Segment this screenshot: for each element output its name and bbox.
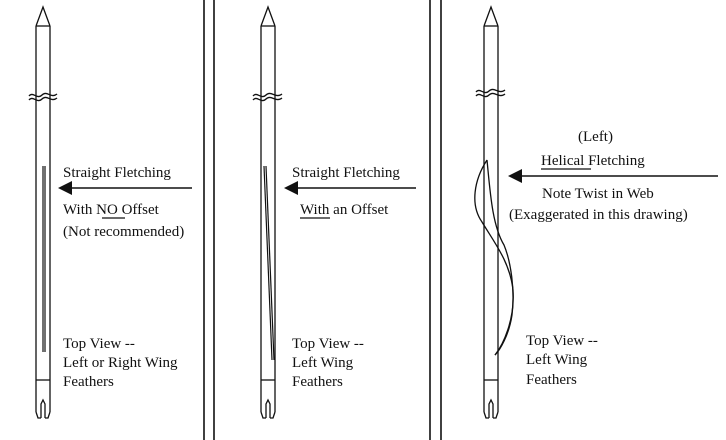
pointer-arrow: [508, 169, 718, 183]
fletching-label: Helical Fletching: [541, 153, 645, 169]
view-line-2: Left Wing: [526, 352, 588, 368]
view-line-1: Top View --: [292, 336, 364, 352]
view-line-2: Left or Right Wing: [63, 355, 178, 371]
view-line-1: Top View --: [526, 333, 598, 349]
note-caption: (Not recommended): [63, 224, 184, 240]
pointer-arrow: [284, 181, 416, 195]
fletching-label: Straight Fletching: [63, 165, 171, 181]
fletching-vane-offset: [263, 165, 275, 361]
view-line-3: Feathers: [63, 374, 114, 390]
offset-caption: With NO Offset: [63, 202, 160, 218]
fletching-label: Straight Fletching: [292, 165, 400, 181]
arrow-shaft-1: [28, 5, 58, 419]
fletching-vane-straight: [42, 166, 46, 352]
fletching-vane-helical: [474, 159, 514, 356]
pointer-arrow: [58, 181, 192, 195]
twist-note: Note Twist in Web: [542, 186, 654, 202]
view-line-3: Feathers: [526, 372, 577, 388]
exaggeration-note: (Exaggerated in this drawing): [509, 207, 688, 223]
arrow-shaft-3: [475, 5, 506, 419]
fletching-side-label: (Left): [578, 129, 613, 145]
view-line-2: Left Wing: [292, 355, 354, 371]
view-line-3: Feathers: [292, 374, 343, 390]
arrow-shaft-2: [252, 5, 283, 419]
offset-caption: With an Offset: [300, 202, 389, 218]
view-line-1: Top View --: [63, 336, 135, 352]
